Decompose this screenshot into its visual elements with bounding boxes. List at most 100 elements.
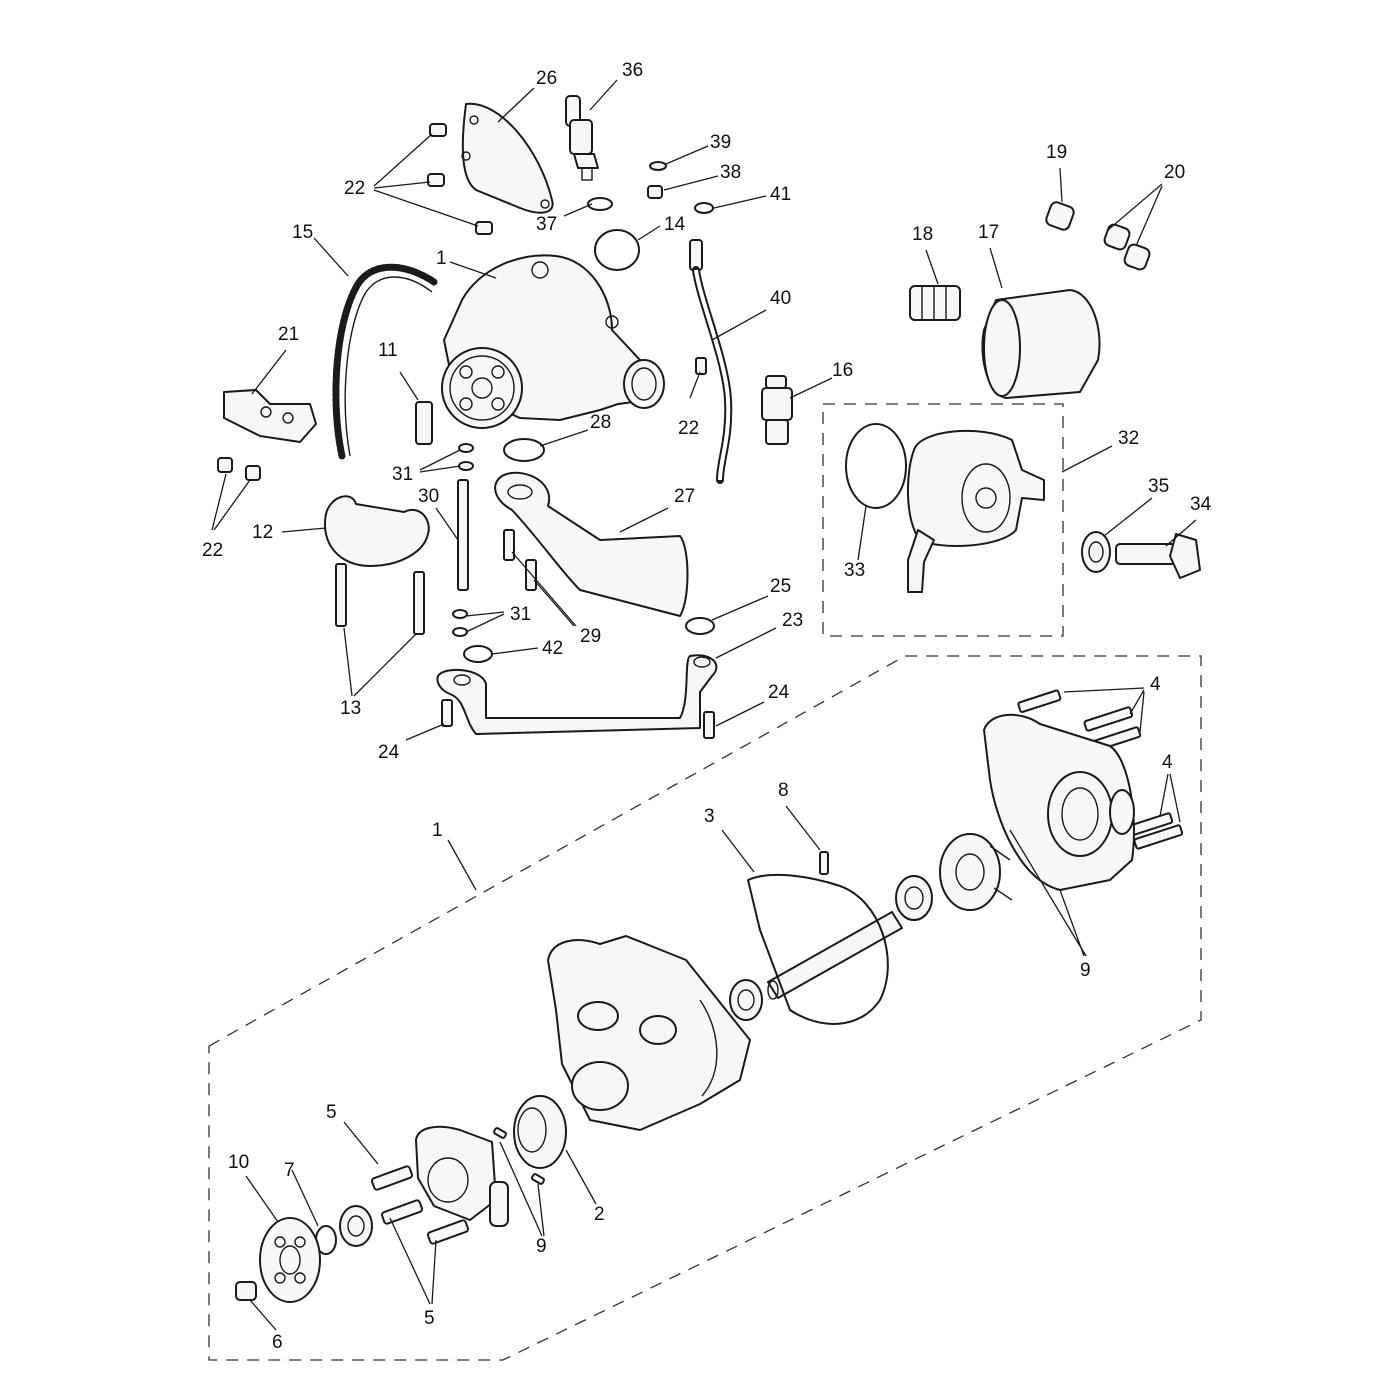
leader-lines	[211, 79, 1197, 1331]
dowel-pin-b	[531, 1173, 545, 1185]
callout-31-bottom: 31	[510, 604, 531, 625]
callout-10: 10	[228, 1152, 249, 1173]
oil-filter	[981, 289, 1101, 399]
oil-transfer-pipe	[436, 654, 718, 735]
hollow-bolt	[1115, 533, 1201, 579]
callout-4-top: 4	[1150, 674, 1161, 695]
callout-7: 7	[284, 1160, 295, 1181]
callout-1-top: 1	[436, 248, 447, 269]
oil-pump-body	[441, 254, 665, 429]
bolt-22-mid	[695, 357, 707, 375]
washer	[649, 161, 667, 171]
mounting-bracket	[223, 389, 317, 443]
pump-housing	[547, 935, 751, 1131]
callout-29: 29	[580, 626, 601, 647]
callout-labels: 26 36 22 39 38 37 41 14 15 1 40 16 22 19…	[202, 60, 1212, 1353]
impeller	[939, 833, 1013, 911]
callout-32: 32	[1118, 428, 1139, 449]
callout-1-bottom: 1	[432, 820, 443, 841]
callout-5-bottom: 5	[424, 1308, 435, 1329]
oil-cooler	[907, 429, 1045, 593]
callout-38: 38	[720, 162, 741, 183]
callout-26: 26	[536, 68, 557, 89]
bolt-29b	[525, 559, 537, 591]
cooler-o-ring	[845, 423, 907, 509]
o-ring-small-right	[694, 202, 714, 214]
callout-22-mid: 22	[678, 418, 699, 439]
callout-5-top: 5	[326, 1102, 337, 1123]
callout-19: 19	[1046, 142, 1067, 163]
callout-3: 3	[704, 806, 715, 827]
callout-24-right: 24	[768, 682, 790, 703]
mechanical-seal	[895, 875, 933, 921]
blanking-caps	[1045, 201, 1151, 271]
sprocket-bolt	[235, 1281, 257, 1301]
callout-9-bottom: 9	[536, 1236, 547, 1257]
callout-41: 41	[770, 184, 791, 205]
o-ring-42	[463, 645, 493, 663]
long-bolt-a	[335, 563, 347, 627]
oil-baffle	[323, 495, 430, 567]
pump-cover-plate	[461, 102, 554, 214]
callout-21: 21	[278, 324, 299, 345]
screw-left-b	[245, 465, 261, 481]
callout-4-right: 4	[1162, 752, 1173, 773]
pump-shaft	[767, 911, 903, 1000]
bolt-24b	[703, 711, 715, 739]
water-pump-cover	[983, 713, 1135, 891]
o-ring-28	[503, 438, 545, 462]
bolt-5b	[380, 1199, 424, 1225]
callout-6: 6	[272, 1332, 283, 1353]
callout-18: 18	[912, 224, 933, 245]
callout-8: 8	[778, 780, 789, 801]
oil-strainer	[494, 471, 689, 617]
drive-pin	[819, 851, 829, 875]
callout-15: 15	[292, 222, 313, 243]
cover-screws	[427, 123, 493, 235]
callout-35: 35	[1148, 476, 1169, 497]
pump-rotor	[513, 1095, 567, 1169]
oil-cooler-group-boundary	[822, 403, 1064, 637]
o-ring-25	[685, 617, 715, 635]
filter-adapter	[909, 285, 961, 321]
callout-20: 20	[1164, 162, 1185, 183]
bolt-29a	[503, 529, 515, 561]
bolt-24a	[441, 699, 453, 727]
bolt-5c	[426, 1219, 470, 1245]
drive-chain	[332, 263, 438, 460]
callout-12: 12	[252, 522, 273, 543]
bearing-front	[339, 1205, 373, 1247]
dowel-sleeve	[415, 401, 433, 445]
housing-gasket	[747, 873, 889, 1025]
callout-31-top: 31	[392, 464, 413, 485]
callout-34: 34	[1190, 494, 1212, 515]
callout-24-left: 24	[378, 742, 400, 763]
callout-39: 39	[710, 132, 731, 153]
long-stud	[457, 479, 469, 591]
callout-2: 2	[594, 1204, 605, 1225]
callout-13: 13	[340, 698, 361, 719]
callout-28: 28	[590, 412, 611, 433]
o-ring-small	[587, 197, 613, 211]
callout-17: 17	[978, 222, 999, 243]
callout-27: 27	[674, 486, 695, 507]
o-ring-large	[594, 229, 640, 271]
sealing-washer	[1081, 531, 1111, 573]
callout-16: 16	[832, 360, 853, 381]
callout-30: 30	[418, 486, 439, 507]
dowel-pin-a	[493, 1127, 507, 1139]
callout-42: 42	[542, 638, 563, 659]
callout-23: 23	[782, 610, 803, 631]
breather-tube	[689, 239, 733, 484]
bolt-5a	[370, 1165, 414, 1191]
callout-22-left: 22	[202, 540, 223, 561]
callout-33: 33	[844, 560, 865, 581]
plug	[647, 185, 663, 199]
pump-sprocket	[259, 1217, 321, 1303]
callout-22-top: 22	[344, 178, 365, 199]
callout-40: 40	[770, 288, 791, 309]
screw-left-a	[217, 457, 233, 473]
oil-pump-group-boundary	[208, 655, 1202, 1361]
oil-pressure-switch	[565, 95, 599, 181]
